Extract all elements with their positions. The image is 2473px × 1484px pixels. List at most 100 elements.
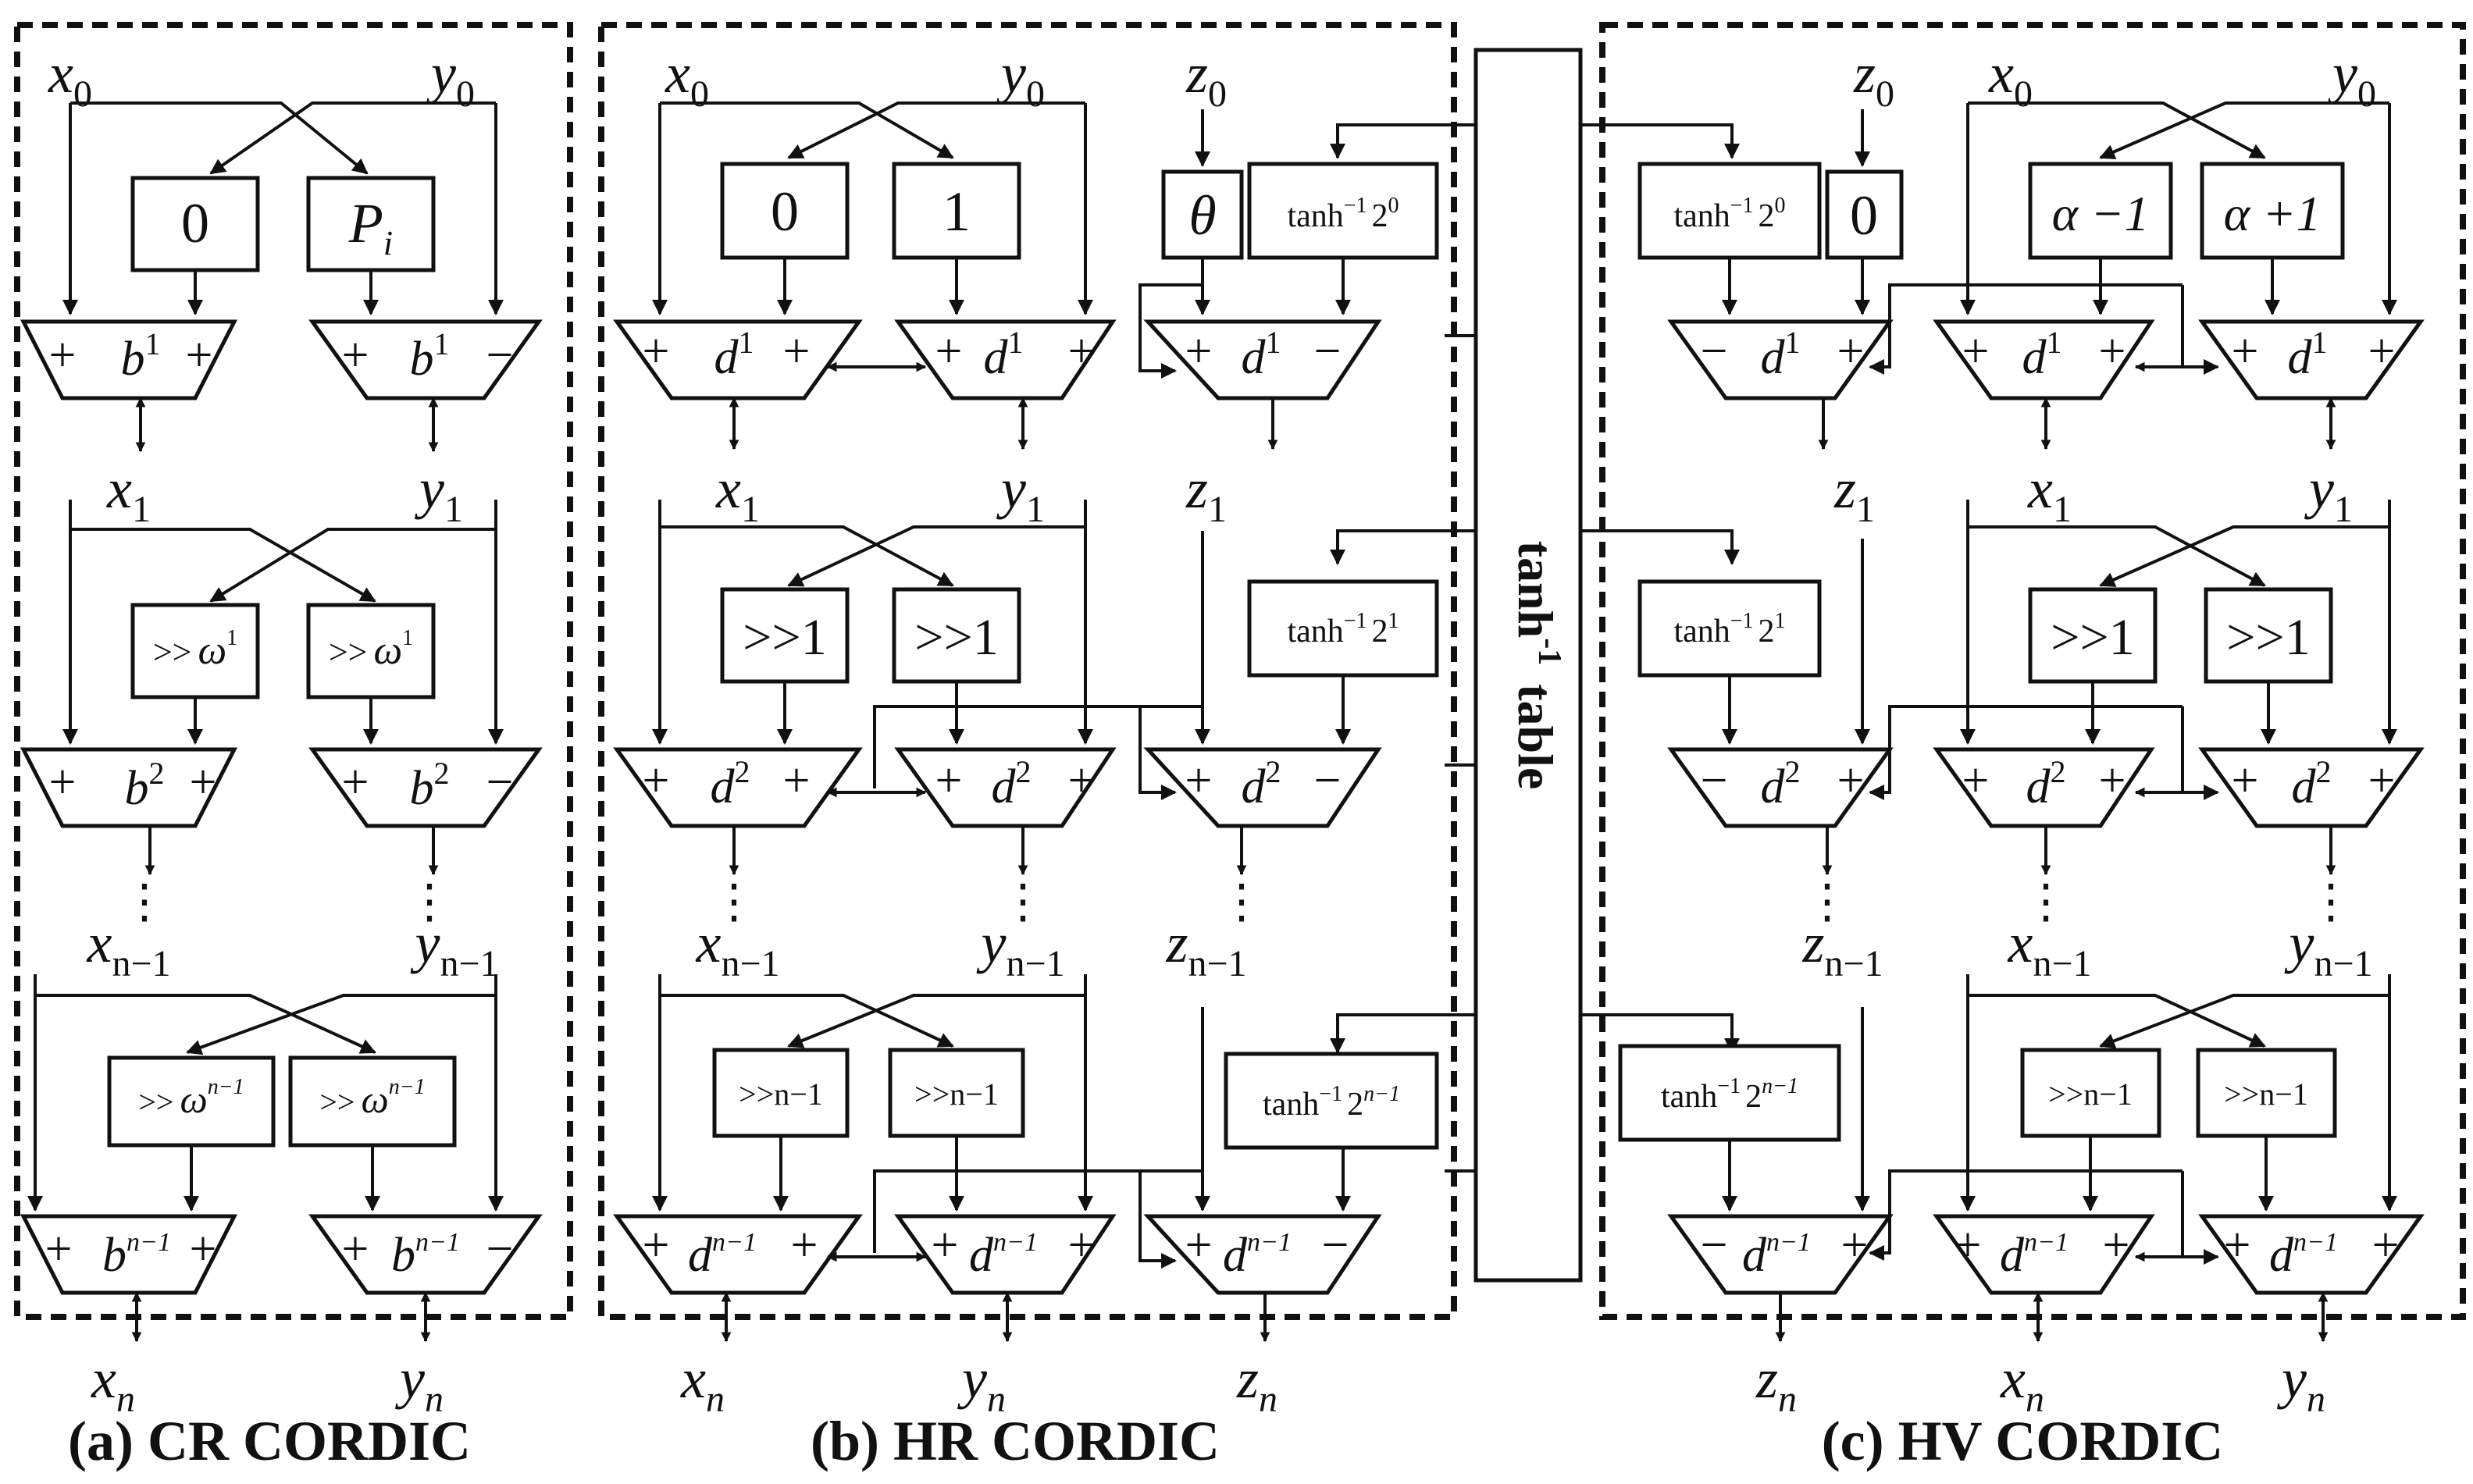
sign: + — [1068, 754, 1096, 807]
z0-label: z0 — [1185, 42, 1227, 115]
op-shift-n-1: >>n−1 — [914, 1077, 999, 1112]
sign: − — [486, 329, 514, 382]
y0-label: y0 — [996, 42, 1045, 115]
table-box-2-n-1 — [1224, 1052, 1439, 1150]
dir-bn1: bn−1 — [102, 1228, 171, 1282]
adder-c-x2 — [1933, 747, 2155, 828]
zn1-label: zn−1 — [1801, 912, 1883, 984]
panel-a-stage-1: x1 y1 >>ω1 >>ω1 + b2 + + b2 − ⋮ ⋮ — [20, 457, 543, 927]
xn1-label: xn−1 — [86, 912, 170, 984]
x0-label: x0 — [1988, 42, 2033, 115]
sign: + — [1962, 325, 1990, 378]
sign: + — [1068, 325, 1096, 378]
adder-b-x1 — [613, 319, 863, 400]
sign: + — [932, 1219, 959, 1272]
adder-c-z1 — [1667, 319, 1894, 400]
table-label-sup: -1 — [1531, 638, 1567, 665]
adder-a-x2 — [20, 747, 238, 828]
sign: + — [1837, 754, 1865, 807]
op-box-shift-n-1 — [2196, 1048, 2337, 1138]
op-box-shift-1 — [892, 587, 1021, 684]
adder-a-x1 — [20, 319, 238, 400]
sign: + — [2224, 1219, 2251, 1272]
sign: + — [791, 1219, 818, 1272]
op-shift-1: >>1 — [743, 609, 826, 666]
sign: + — [2099, 754, 2126, 807]
op-shift-1: >>1 — [2226, 609, 2310, 666]
op-box-0 — [1825, 169, 1904, 260]
y0-label: y0 — [2327, 42, 2376, 115]
dir-dn1: dn−1 — [969, 1228, 1038, 1282]
op-box-shift-1 — [2204, 587, 2333, 684]
dir-d2: d2 — [992, 754, 1032, 813]
adder-c-y2 — [2198, 747, 2425, 828]
sign: + — [2099, 325, 2126, 378]
yn-output: yn — [957, 1347, 1006, 1420]
sign: + — [49, 756, 77, 809]
caption-a: (a) CR CORDIC — [68, 1410, 471, 1472]
xn-output: xn — [91, 1347, 135, 1420]
dir-d1: d1 — [2022, 325, 2062, 384]
z1-label: z1 — [1185, 457, 1227, 530]
op-shift-n-1: >>n−1 — [2048, 1077, 2133, 1112]
sign: + — [2368, 325, 2396, 378]
continuation-dots: ⋮ — [1000, 876, 1046, 927]
dir-d2: d2 — [2026, 754, 2066, 813]
x0-label: x0 — [665, 42, 709, 115]
op-box-shift-n-1 — [712, 1048, 850, 1138]
adder-c-yn — [2198, 1214, 2425, 1295]
x1-label: x1 — [715, 457, 760, 530]
op-box-alpha-plus-1 — [2200, 162, 2345, 260]
yn1-label: yn−1 — [409, 912, 498, 984]
continuation-dots: ⋮ — [2022, 876, 2069, 927]
op-shift-n-1: >>n−1 — [2224, 1077, 2308, 1112]
z1-label: z1 — [1833, 457, 1875, 530]
yn-output: yn — [394, 1347, 444, 1420]
op-box-shift-omega-n-1 — [107, 1055, 276, 1148]
op-zero: 0 — [771, 180, 799, 243]
op-box-alpha-minus-1 — [2028, 162, 2173, 260]
adder-a-y1 — [308, 319, 543, 400]
sign: + — [2368, 754, 2396, 807]
sign: + — [1837, 325, 1865, 378]
adder-c-z2 — [1667, 747, 1894, 828]
xn-output: xn — [680, 1347, 725, 1420]
panel-a-frame — [14, 22, 573, 1320]
dir-b1: b1 — [410, 326, 450, 386]
xn1-label: xn−1 — [2007, 912, 2091, 984]
dir-bn1: bn−1 — [391, 1228, 460, 1282]
continuation-dots: ⋮ — [1218, 876, 1265, 927]
x0-label: x0 — [48, 42, 92, 115]
sign: + — [783, 754, 811, 807]
sign: − — [1701, 754, 1728, 807]
op-shift-omega-1: >>ω1 — [153, 626, 237, 673]
sign: + — [935, 754, 963, 807]
table-label-word: table — [1508, 684, 1563, 789]
y1-label: y1 — [996, 457, 1045, 530]
continuation-dots: ⋮ — [2307, 876, 2354, 927]
sign: + — [186, 329, 213, 382]
dir-dn1: dn−1 — [688, 1228, 757, 1282]
sign: + — [643, 1219, 670, 1272]
dir-d2: d2 — [1242, 754, 1281, 813]
zn1-label: zn−1 — [1165, 912, 1246, 984]
adder-b-y1 — [894, 319, 1117, 400]
xn1-label: xn−1 — [695, 912, 779, 984]
zn-output: zn — [1236, 1347, 1277, 1420]
op-shift-1: >>1 — [914, 609, 998, 666]
caption-c: (c) HV CORDIC — [1822, 1410, 2224, 1472]
dir-b1: b1 — [121, 326, 161, 386]
x1-label: x1 — [2027, 457, 2072, 530]
sign: + — [1185, 1219, 1213, 1272]
caption-b: (b) HR CORDIC — [811, 1410, 1220, 1472]
panel-a-stage-n-1: xn−1 yn−1 >>ωn−1 >>ωn−1 + bn−1 + + bn−1 … — [20, 912, 543, 1420]
yn1-label: yn−1 — [2283, 912, 2372, 984]
sign: + — [1955, 1219, 1982, 1272]
sign: − — [1701, 325, 1728, 378]
adder-b-y2 — [894, 747, 1117, 828]
dir-b2: b2 — [125, 756, 165, 815]
